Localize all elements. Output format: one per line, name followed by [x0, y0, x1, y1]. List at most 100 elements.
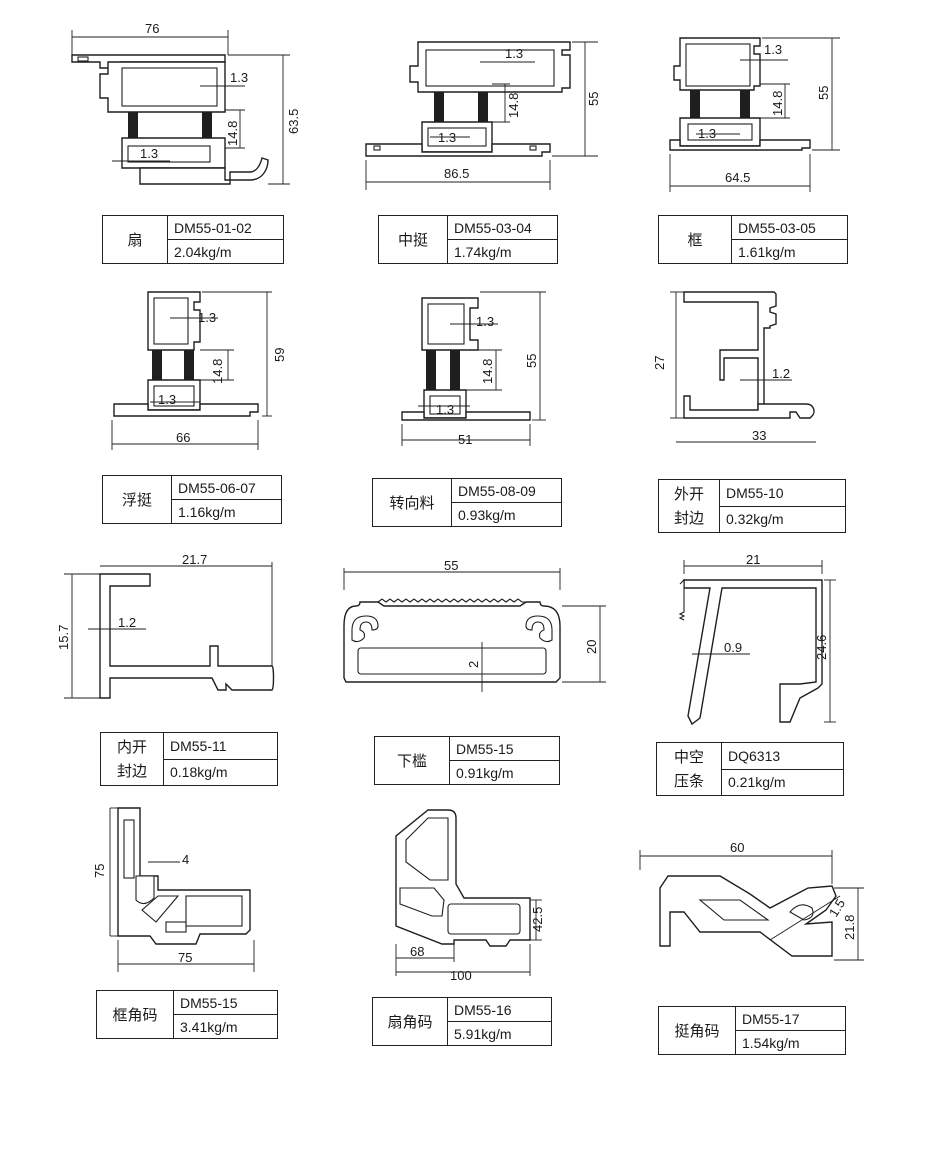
profile-drawing-glazing-bead: 21 24.6 0.9	[678, 552, 836, 726]
profile-code: DM55-16	[447, 997, 552, 1022]
profile-card-frame-corner: 75 4 75 框角码 DM55-15 3.41kg/m	[0, 800, 320, 1060]
dim-label: 27	[652, 356, 667, 370]
spec-table: 扇 DM55-01-02 2.04kg/m	[102, 215, 284, 264]
dim-label: 1.3	[436, 402, 454, 417]
dim-label: 14.8	[210, 359, 225, 384]
dim-label: 21	[746, 552, 760, 567]
dim-label: 64.5	[725, 170, 750, 185]
dim-label: 0.9	[724, 640, 742, 655]
profile-drawing-sill: 55 20 2	[343, 558, 606, 692]
profile-weight: 3.41kg/m	[173, 1014, 278, 1039]
profile-name: 框	[658, 215, 732, 264]
spec-table: 内开封边 DM55-11 0.18kg/m	[100, 732, 278, 786]
dim-label: 14.8	[225, 121, 240, 146]
dim-label: 14.8	[506, 93, 521, 118]
dim-label: 55	[816, 86, 831, 100]
spec-table: 框角码 DM55-15 3.41kg/m	[96, 990, 278, 1039]
profile-drawing-sash: 76 1.3 63.5 14.8 1.3	[71, 21, 301, 185]
profile-name: 扇	[102, 215, 168, 264]
dim-label: 1.3	[230, 70, 248, 85]
dim-label: 55	[444, 558, 458, 573]
profile-name: 中挺	[378, 215, 448, 264]
dim-label: 1.2	[118, 615, 136, 630]
profile-card-frame: 1.3 55 14.8 1.3 64.5 框 DM55-03-05 1.61kg…	[640, 0, 940, 280]
profile-name: 转向料	[372, 478, 452, 527]
dim-label: 1.3	[698, 126, 716, 141]
profile-weight: 0.21kg/m	[721, 768, 844, 796]
profile-name: 框角码	[96, 990, 174, 1039]
profile-weight: 1.74kg/m	[447, 239, 558, 264]
profile-card-mullion-corner: 60 1.5 21.8 挺角码 DM55-17 1.54kg/m	[639, 800, 950, 1070]
profile-code: DM55-17	[735, 1006, 846, 1031]
profile-name: 中空压条	[656, 742, 722, 796]
profile-drawing-inward-edge: 21.7 15.7 1.2	[56, 552, 275, 699]
profile-weight: 0.32kg/m	[719, 505, 846, 533]
profile-name: 内开封边	[100, 732, 164, 786]
dim-label: 33	[752, 428, 766, 443]
profile-card-floating-mullion: 1.3 59 14.8 1.3 66 浮挺 DM55-06-07 1.16kg/…	[0, 280, 320, 550]
profile-name: 挺角码	[658, 1006, 736, 1055]
profile-drawing-transition: 1.3 55 14.8 1.3 51	[401, 291, 546, 447]
dim-label: 75	[178, 950, 192, 965]
profile-card-outward-edge: 27 1.2 33 外开封边 DM55-10 0.32kg/m	[640, 280, 950, 550]
dim-label: 1.2	[772, 366, 790, 381]
spec-table: 扇角码 DM55-16 5.91kg/m	[372, 997, 552, 1046]
profile-weight: 0.93kg/m	[451, 502, 562, 527]
dim-label: 1.3	[140, 146, 158, 161]
profile-drawing-mullion-corner: 60 1.5 21.8	[639, 840, 864, 961]
profile-card-transition: 1.3 55 14.8 1.3 51 转向料 DM55-08-09 0.93kg…	[330, 280, 630, 550]
dim-label: 86.5	[444, 166, 469, 181]
profile-code: DM55-15	[449, 736, 560, 761]
profile-code: DM55-15	[173, 990, 278, 1015]
profile-drawing-floating-mullion: 1.3 59 14.8 1.3 66	[111, 291, 287, 450]
dim-label: 1.3	[764, 42, 782, 57]
dim-label: 14.8	[770, 91, 785, 116]
profile-drawing-frame: 1.3 55 14.8 1.3 64.5	[669, 37, 840, 192]
dim-label: 42.5	[530, 907, 545, 932]
spec-table: 下槛 DM55-15 0.91kg/m	[374, 736, 560, 785]
profile-card-mullion: 1.3 55 14.8 1.3 86.5 中挺 DM55-03-04 1.74k…	[330, 0, 630, 280]
profile-weight: 0.18kg/m	[163, 758, 278, 786]
profile-code: DM55-06-07	[171, 475, 282, 500]
spec-table: 转向料 DM55-08-09 0.93kg/m	[372, 478, 562, 527]
profile-code: DM55-03-04	[447, 215, 558, 240]
profile-drawing-mullion: 1.3 55 14.8 1.3 86.5	[365, 41, 601, 190]
dim-label: 2	[466, 661, 481, 668]
profile-drawing-frame-corner: 75 4 75	[92, 807, 255, 972]
profile-card-sill: 55 20 2 下槛 DM55-15 0.91kg/m	[330, 550, 630, 790]
dim-label: 14.8	[480, 359, 495, 384]
profile-code: DM55-01-02	[167, 215, 284, 240]
profile-drawing-outward-edge: 27 1.2 33	[652, 291, 816, 443]
dim-label: 1.3	[438, 130, 456, 145]
dim-label: 60	[730, 840, 744, 855]
profile-weight: 5.91kg/m	[447, 1021, 552, 1046]
profile-weight: 2.04kg/m	[167, 239, 284, 264]
profile-weight: 0.91kg/m	[449, 760, 560, 785]
spec-table: 中挺 DM55-03-04 1.74kg/m	[378, 215, 558, 264]
profile-code: DM55-11	[163, 732, 278, 760]
dim-label: 59	[272, 348, 287, 362]
dim-label: 1.3	[476, 314, 494, 329]
dim-label: 21.7	[182, 552, 207, 567]
dim-label: 68	[410, 944, 424, 959]
spec-table: 中空压条 DQ6313 0.21kg/m	[656, 742, 844, 796]
profile-weight: 1.16kg/m	[171, 499, 282, 524]
profile-card-sash: 76 1.3 63.5 14.8 1.3 扇 DM55-01-02 2.04kg…	[0, 0, 320, 280]
profile-code: DQ6313	[721, 742, 844, 770]
dim-label: 76	[145, 21, 159, 36]
profile-name: 浮挺	[102, 475, 172, 524]
profile-name: 扇角码	[372, 997, 448, 1046]
dim-label: 51	[458, 432, 472, 447]
dim-label: 63.5	[286, 109, 301, 134]
profile-name: 下槛	[374, 736, 450, 785]
dim-label: 55	[586, 92, 601, 106]
profile-card-inward-edge: 21.7 15.7 1.2 内开封边 DM55-11 0.18kg/m	[0, 550, 320, 790]
dim-label: 21.8	[842, 915, 857, 940]
spec-table: 外开封边 DM55-10 0.32kg/m	[658, 479, 846, 533]
dim-label: 55	[524, 354, 539, 368]
spec-table: 框 DM55-03-05 1.61kg/m	[658, 215, 848, 264]
dim-label: 75	[92, 864, 107, 878]
dim-label: 1.3	[505, 46, 523, 61]
dim-label: 4	[182, 852, 189, 867]
profile-drawing-sash-corner: 42.5 68 100	[395, 809, 545, 983]
